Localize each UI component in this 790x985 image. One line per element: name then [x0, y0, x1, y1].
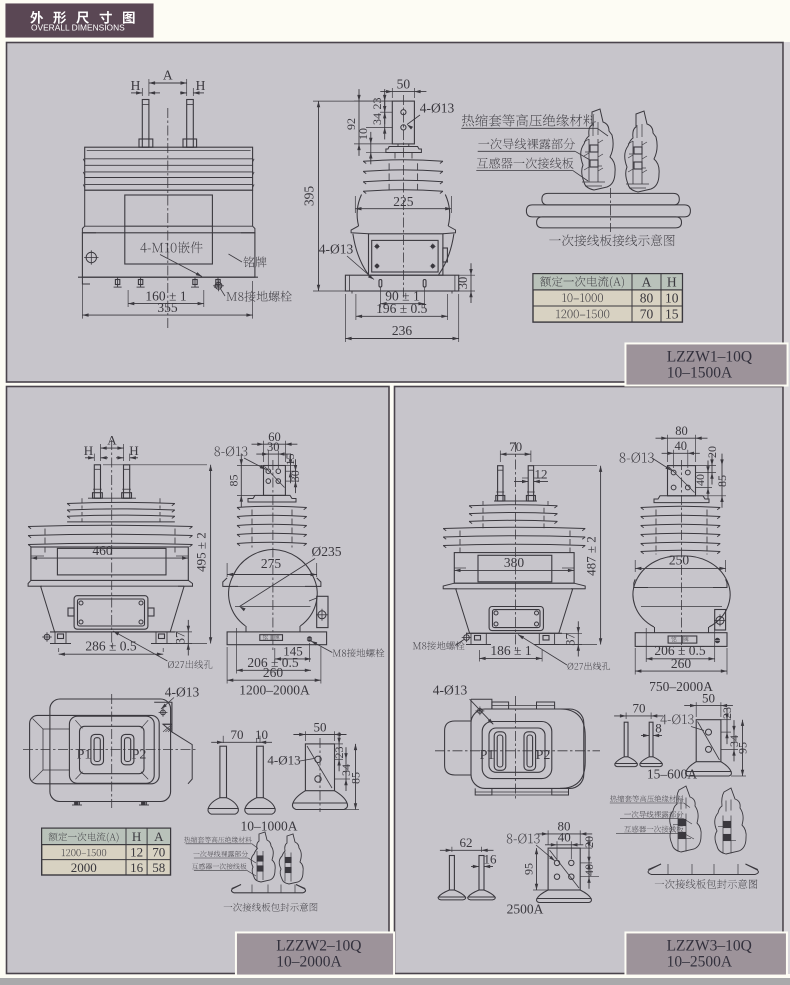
svg-text:160 ± 1: 160 ± 1: [145, 288, 186, 303]
svg-text:40: 40: [674, 439, 687, 453]
svg-text:34: 34: [370, 113, 384, 125]
svg-text:275: 275: [261, 556, 282, 571]
svg-text:P1: P1: [77, 748, 92, 763]
svg-text:495 ± 2: 495 ± 2: [194, 532, 209, 572]
svg-text:A: A: [154, 829, 164, 844]
svg-text:70: 70: [633, 701, 646, 716]
svg-text:2000: 2000: [71, 860, 97, 875]
svg-text:50: 50: [702, 690, 715, 705]
svg-text:23: 23: [332, 747, 346, 759]
svg-text:80: 80: [675, 424, 688, 438]
svg-text:750–2000A: 750–2000A: [649, 679, 713, 694]
svg-text:85: 85: [715, 475, 729, 487]
svg-text:37: 37: [563, 633, 577, 646]
svg-text:H: H: [129, 443, 138, 458]
svg-text:487 ± 2: 487 ± 2: [584, 536, 599, 576]
svg-text:4-Ø13: 4-Ø13: [267, 753, 300, 768]
svg-text:H: H: [196, 78, 206, 93]
svg-text:34: 34: [339, 764, 353, 776]
svg-text:P2: P2: [536, 748, 551, 763]
svg-text:30: 30: [288, 470, 302, 482]
svg-text:95: 95: [735, 742, 749, 754]
svg-text:H: H: [84, 443, 93, 458]
svg-text:P2: P2: [132, 748, 147, 763]
svg-text:8: 8: [655, 720, 662, 735]
svg-text:40: 40: [582, 864, 596, 876]
svg-text:H: H: [131, 78, 141, 93]
svg-text:85: 85: [348, 772, 362, 784]
svg-text:206 ± 0.5: 206 ± 0.5: [654, 643, 706, 658]
svg-text:P1: P1: [480, 748, 495, 763]
svg-text:4-Ø13: 4-Ø13: [165, 685, 200, 700]
svg-text:260: 260: [671, 656, 692, 671]
svg-text:60: 60: [268, 430, 281, 444]
svg-text:20: 20: [705, 446, 719, 458]
svg-text:10: 10: [356, 128, 370, 140]
svg-text:90 ± 1: 90 ± 1: [385, 288, 419, 303]
svg-text:15: 15: [665, 307, 679, 322]
svg-text:15–600A: 15–600A: [647, 767, 698, 782]
svg-text:LZZW1–10Q: LZZW1–10Q: [667, 349, 752, 366]
svg-text:16: 16: [484, 851, 498, 866]
svg-text:80: 80: [558, 819, 571, 834]
svg-text:12: 12: [535, 466, 548, 481]
svg-text:50: 50: [314, 719, 327, 734]
svg-text:355: 355: [157, 300, 178, 315]
svg-text:260: 260: [263, 665, 284, 680]
svg-text:A: A: [163, 68, 173, 83]
svg-text:50: 50: [397, 76, 411, 91]
svg-text:10–2000A: 10–2000A: [276, 954, 342, 971]
svg-text:145: 145: [283, 643, 303, 658]
svg-text:206 ± 0.5: 206 ± 0.5: [247, 655, 299, 670]
svg-text:196 ± 0.5: 196 ± 0.5: [376, 301, 428, 316]
svg-text:85: 85: [226, 475, 240, 487]
svg-text:23: 23: [370, 98, 384, 110]
svg-text:236: 236: [392, 323, 413, 338]
svg-text:40: 40: [558, 829, 571, 844]
svg-text:62: 62: [460, 835, 473, 850]
svg-text:30: 30: [456, 277, 470, 290]
svg-text:LZZW2–10Q: LZZW2–10Q: [276, 938, 361, 955]
svg-text:225: 225: [393, 194, 414, 209]
svg-text:250: 250: [669, 553, 690, 568]
svg-text:4-Ø13: 4-Ø13: [433, 682, 468, 697]
svg-text:A: A: [642, 274, 652, 289]
svg-text:34: 34: [727, 735, 741, 747]
svg-text:10–1000A: 10–1000A: [241, 819, 298, 834]
svg-text:20: 20: [582, 836, 596, 848]
svg-text:1200–2000A: 1200–2000A: [239, 683, 310, 698]
svg-text:A: A: [107, 433, 117, 448]
svg-text:70: 70: [231, 727, 244, 742]
svg-text:460: 460: [92, 543, 113, 558]
svg-text:10–2500A: 10–2500A: [667, 954, 733, 971]
svg-text:186 ± 1: 186 ± 1: [490, 643, 531, 658]
svg-text:H: H: [667, 274, 677, 289]
svg-text:Ø235: Ø235: [312, 544, 342, 559]
svg-text:15: 15: [283, 454, 297, 466]
svg-text:OVERALL DIMENSIONS: OVERALL DIMENSIONS: [31, 23, 125, 33]
svg-text:37: 37: [173, 632, 187, 645]
svg-text:10: 10: [665, 290, 679, 305]
svg-text:70: 70: [152, 845, 165, 860]
svg-text:380: 380: [504, 555, 525, 570]
svg-text:95: 95: [522, 863, 536, 875]
svg-text:4-Ø13: 4-Ø13: [319, 242, 354, 257]
svg-text:10: 10: [255, 727, 268, 742]
svg-text:58: 58: [152, 860, 165, 875]
svg-text:395: 395: [302, 186, 317, 207]
svg-text:H: H: [132, 829, 141, 844]
svg-text:80: 80: [640, 290, 654, 305]
svg-text:40: 40: [693, 474, 707, 486]
svg-text:92: 92: [344, 118, 358, 130]
svg-text:4-Ø13: 4-Ø13: [420, 101, 455, 116]
svg-text:12: 12: [130, 845, 143, 860]
svg-text:23: 23: [720, 707, 734, 719]
svg-text:70: 70: [640, 307, 654, 322]
svg-text:286 ± 0.5: 286 ± 0.5: [85, 639, 137, 654]
svg-text:2500A: 2500A: [507, 902, 544, 917]
svg-text:LZZW3–10Q: LZZW3–10Q: [667, 938, 752, 955]
svg-text:16: 16: [130, 860, 144, 875]
svg-text:10–1500A: 10–1500A: [667, 365, 733, 382]
svg-text:30: 30: [267, 440, 280, 454]
